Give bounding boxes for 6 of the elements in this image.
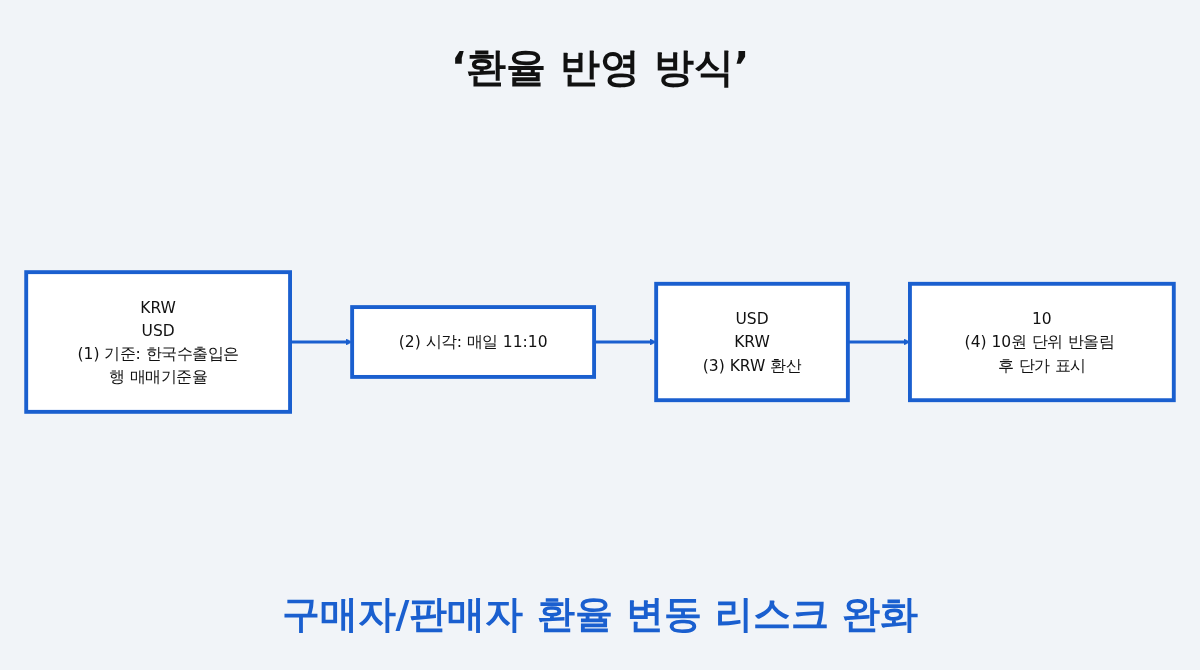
node-box: KRW USD (1) 기준: 한국수출입은행 매매기준율	[24, 270, 292, 414]
diagram-caption: 구매자/판매자 환율 변동 리스크 완화	[281, 591, 919, 638]
node-box: USD KRW (3) KRW 환산	[654, 281, 850, 403]
node-box: (2) 시각: 매일 11:10	[350, 305, 597, 379]
node-box: 10 (4) 10원 단위 반올림 후 단가 표시	[908, 281, 1176, 403]
diagram-title: ‘환율 반영 방식’	[450, 43, 750, 92]
